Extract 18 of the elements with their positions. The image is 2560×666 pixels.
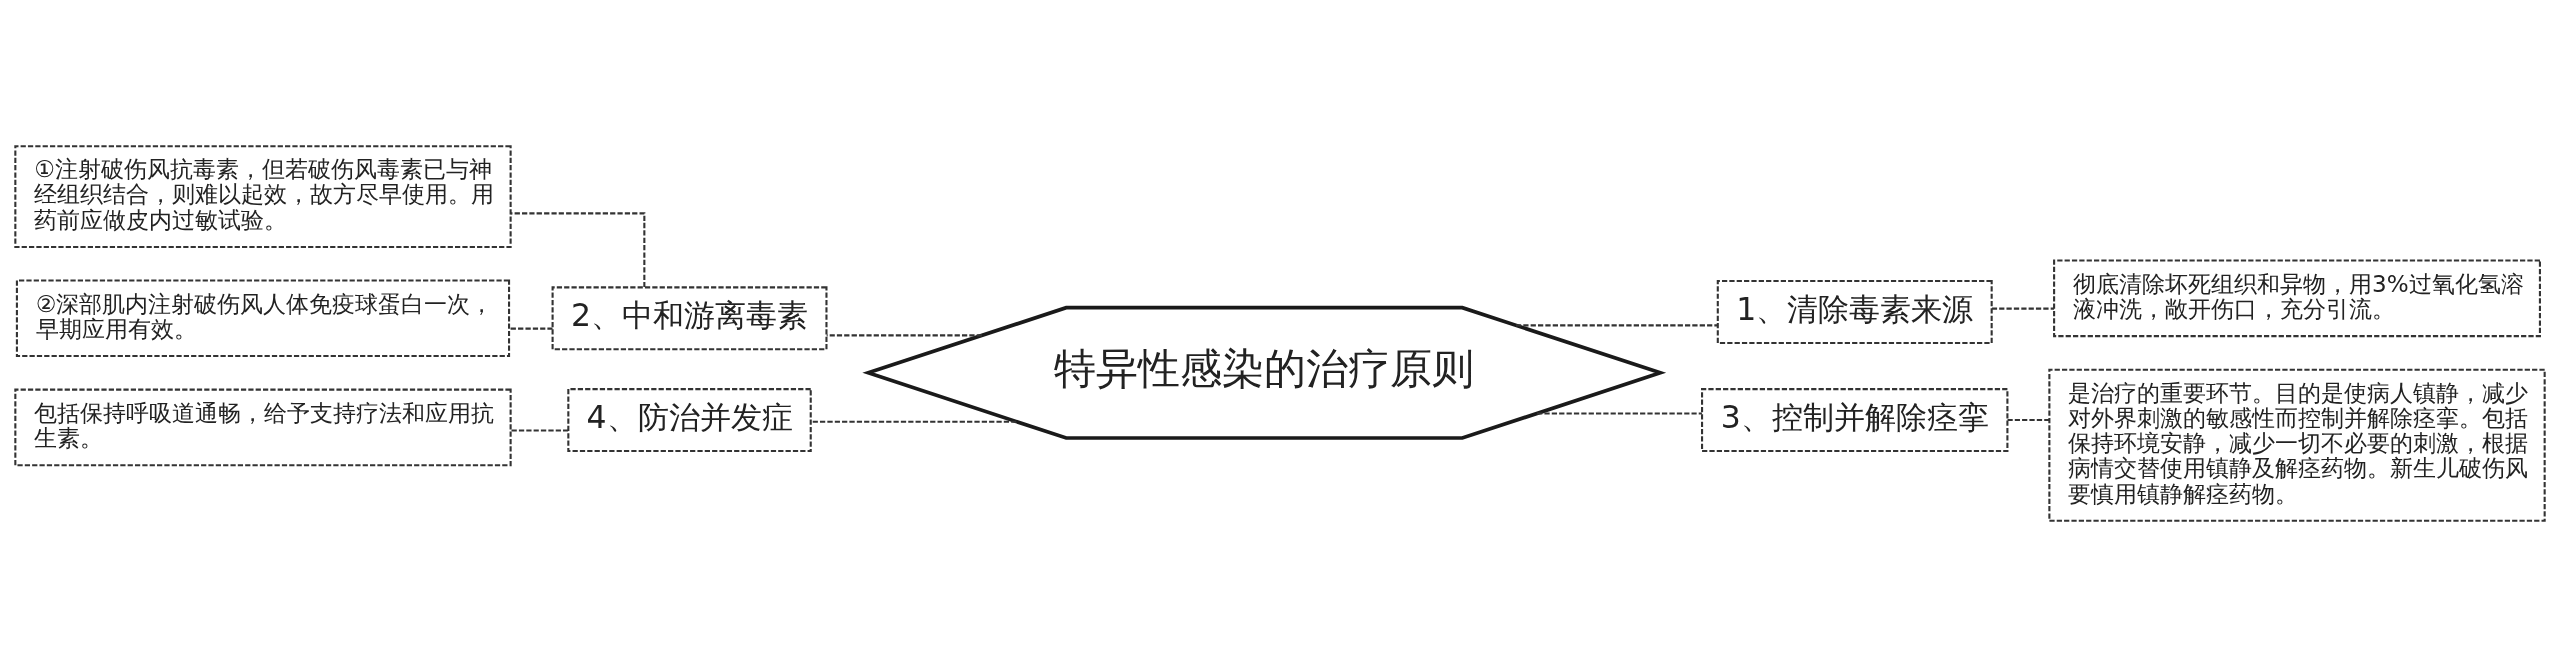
connector	[811, 420, 1017, 423]
node-box: 3、控制并解除痉挛	[1701, 387, 2009, 452]
connector	[510, 429, 569, 432]
connector	[1515, 323, 1718, 326]
node-box: 2、中和游离毒素	[551, 285, 828, 350]
connector	[826, 333, 982, 336]
node-box: 1、清除毒素来源	[1716, 279, 1993, 344]
connector	[1991, 307, 2055, 310]
node-box: ②深部肌内注射破伤风人体免疫球蛋白一次，早期应用有效。	[15, 278, 511, 357]
node-box: 是治疗的重要环节。目的是使病人镇静，减少对外界刺激的敏感性而控制并解除痉挛。包括保持环境安静，减少一切不必要的刺激，根据病情交替使用镇静及解痉药物。新生儿破伤风要慎用镇静解痉药物。	[2048, 368, 2546, 522]
node-box: 包括保持呼吸道通畅，给予支持疗法和应用抗生素。	[14, 388, 512, 466]
node-box: 彻底清除坏死组织和异物，用3%过氧化氢溶液冲洗，敞开伤口，充分引流。	[2053, 259, 2541, 337]
node-box: 4、防治并发症	[567, 387, 812, 452]
node-box: ①注射破伤风抗毒素，但若破伤风毒素已与神经组织结合，则难以起效，故方尽早使用。用药前应做皮内过敏试验。	[14, 144, 512, 248]
connector	[1537, 412, 1702, 415]
connector	[2007, 418, 2050, 421]
connector	[509, 327, 553, 330]
connector	[510, 211, 646, 287]
